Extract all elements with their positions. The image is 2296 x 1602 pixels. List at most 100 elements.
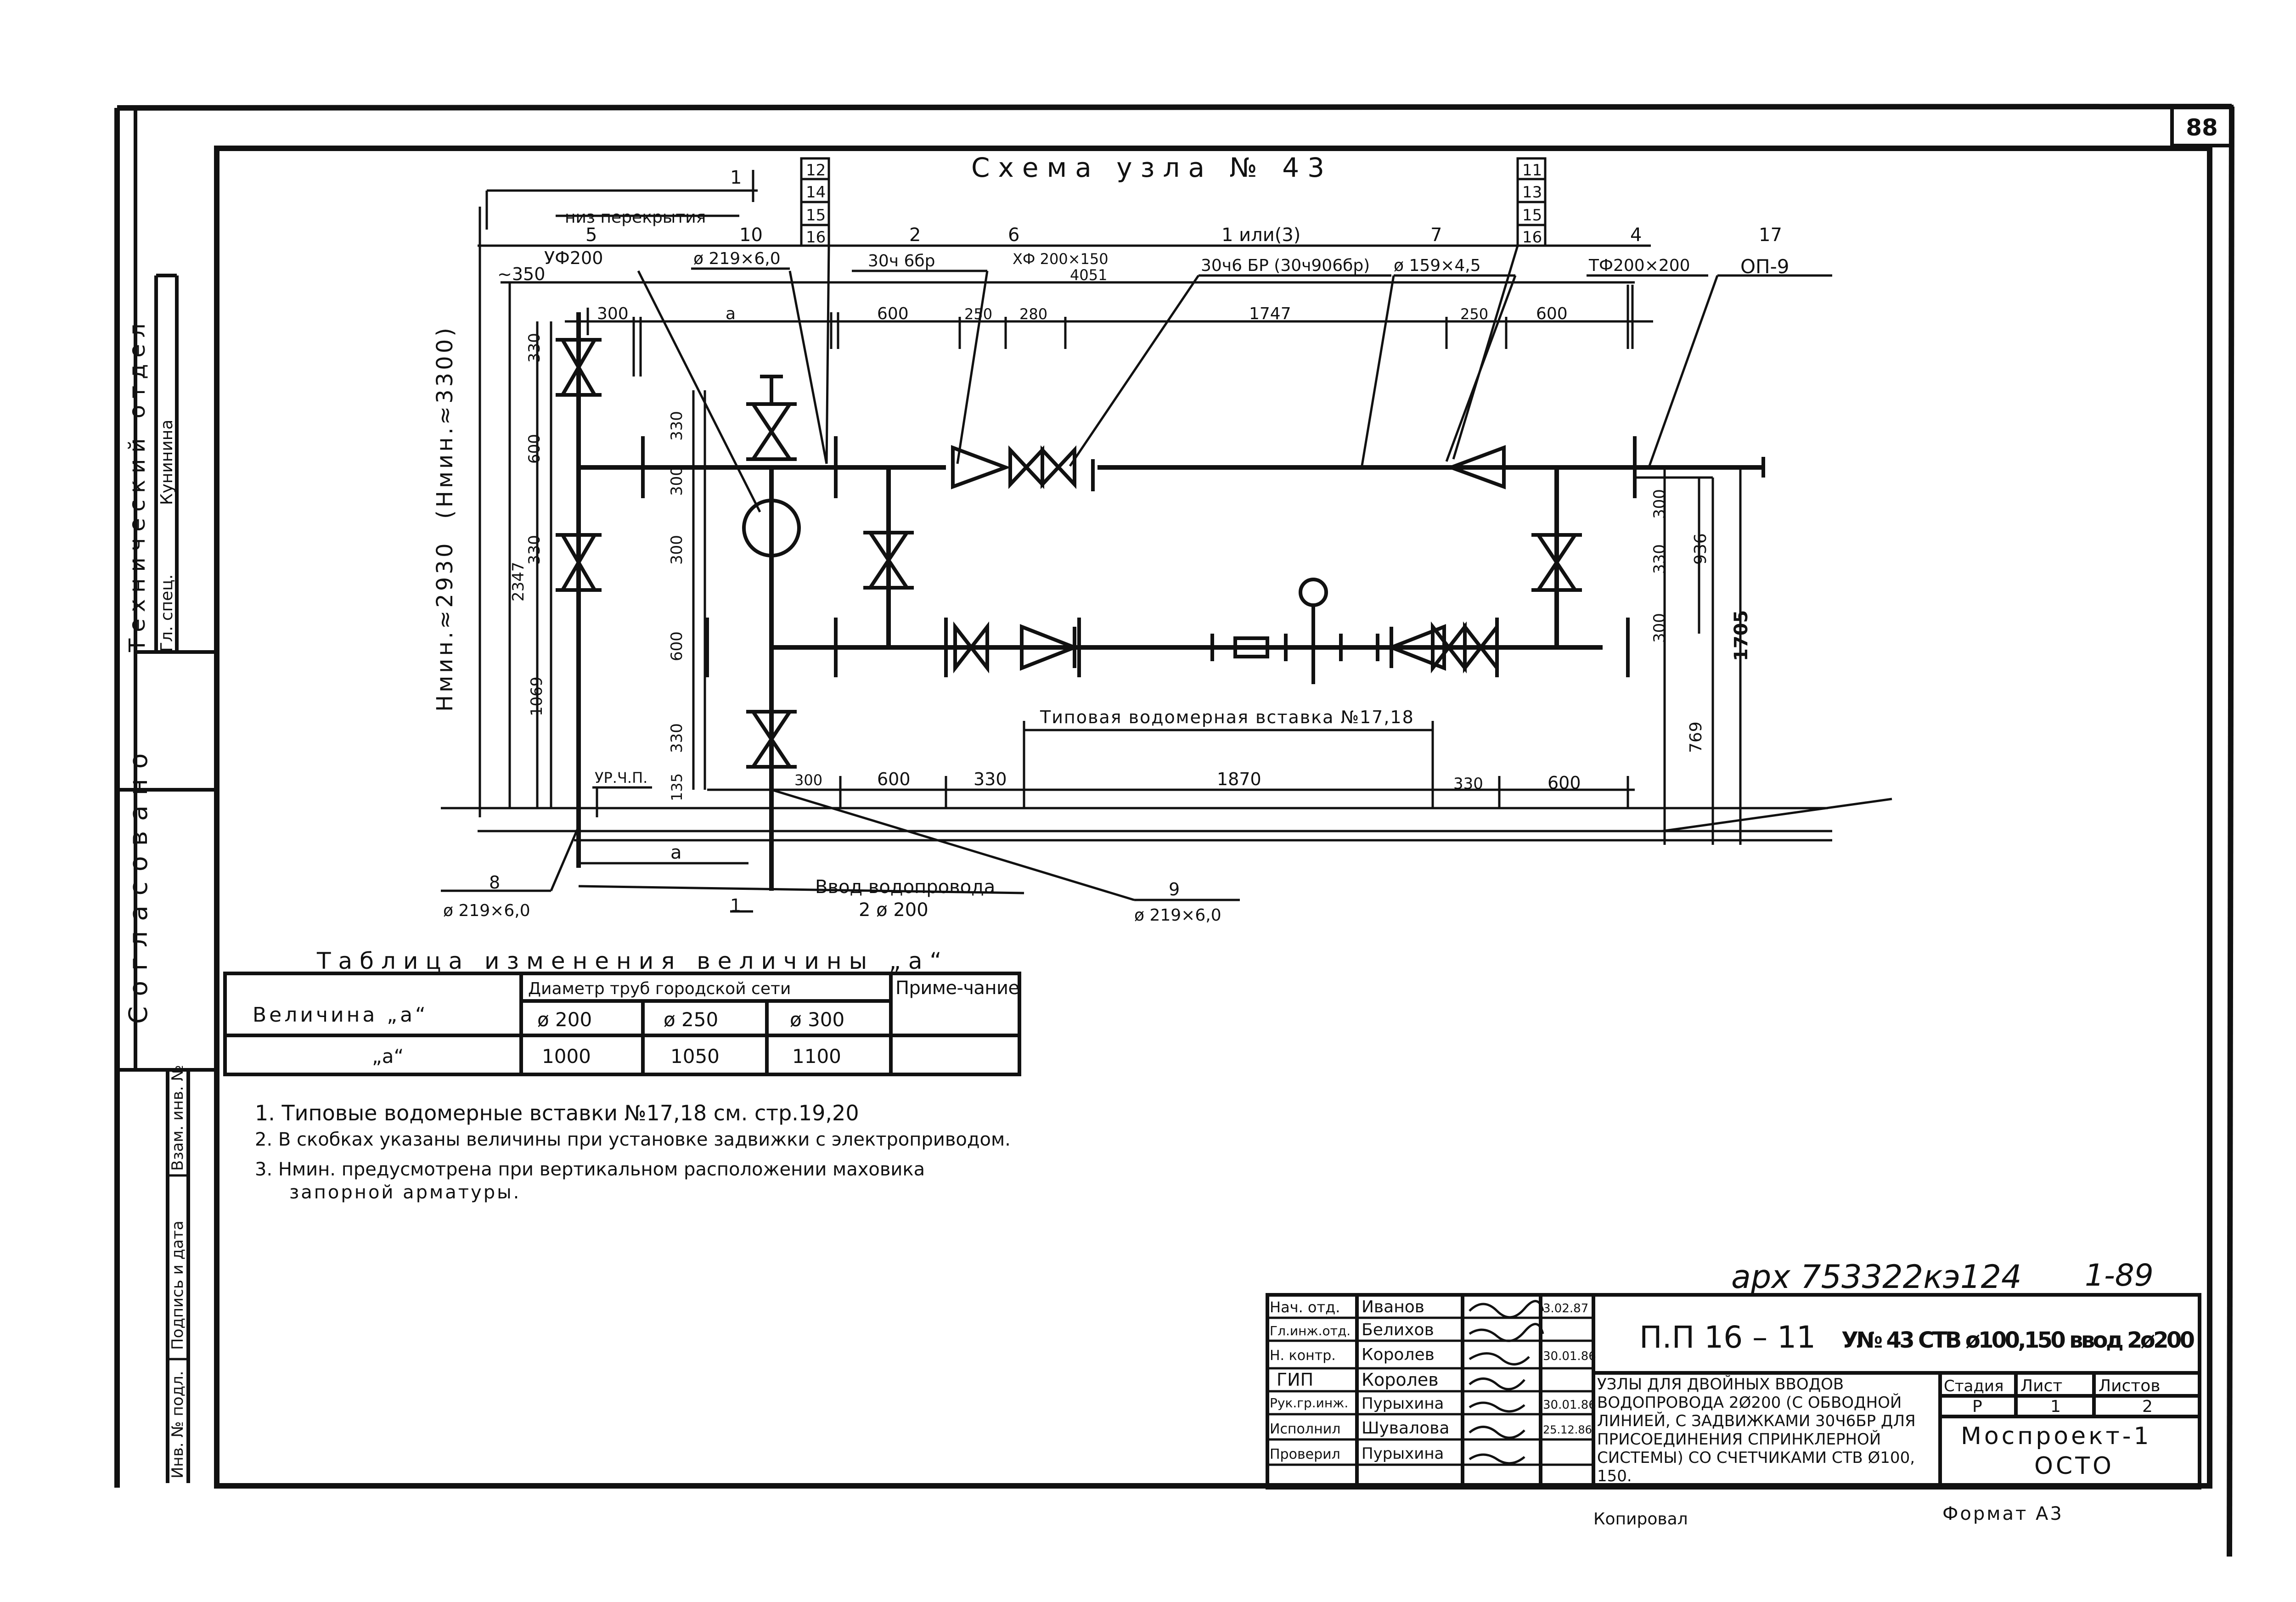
svg-text:600: 600 xyxy=(525,434,544,464)
table-group-header: Диаметр труб городской сети xyxy=(528,979,791,998)
svg-text:Королев: Королев xyxy=(1362,1345,1435,1364)
inlet-label: Ввод водопровода xyxy=(815,877,995,898)
svg-text:250: 250 xyxy=(1460,305,1488,323)
table-remark-header: Приме-чание xyxy=(895,978,1019,999)
pipework xyxy=(556,312,1765,891)
svg-text:300: 300 xyxy=(597,304,629,323)
callout-15b: 15 xyxy=(1522,206,1542,225)
node-code: У№ 43 СТВ ø100,150 ввод 2ø200 xyxy=(1841,1327,2195,1353)
notes: 1. Типовые водомерные вставки №17,18 см.… xyxy=(255,1101,1011,1203)
note-3-cont: запорной арматуры. xyxy=(289,1182,521,1203)
table-v250: 1050 xyxy=(670,1045,720,1068)
vzam-label: Взам. инв. № xyxy=(169,1065,187,1171)
bottom-callouts: a 8 ø 219×6,0 Ввод водопровода 2 ø 200 1… xyxy=(441,788,1240,925)
svg-text:300: 300 xyxy=(794,771,822,789)
valve-left-top xyxy=(556,338,602,397)
sheet-border: 88 xyxy=(114,104,2234,1557)
callout-4: 4 xyxy=(1630,225,1642,246)
callout-11: 11 xyxy=(1522,161,1542,180)
svg-text:600: 600 xyxy=(668,631,686,661)
svg-text:Королев: Королев xyxy=(1362,1370,1439,1390)
hmin-alt-label: (Нмин.≈3300) xyxy=(432,325,458,519)
svg-text:600: 600 xyxy=(1536,304,1568,323)
person-label: Кунинина xyxy=(158,420,176,505)
archive-stamp-2: 1-89 xyxy=(2085,1258,2154,1293)
valve-left-mid xyxy=(556,533,602,592)
callout-1-top: 1 xyxy=(730,167,742,188)
spec-10: ø 219×6,0 xyxy=(693,249,781,268)
callout-1-alt: 1 или(3) xyxy=(1221,225,1300,246)
svg-text:1069: 1069 xyxy=(528,676,546,716)
callout-6: 6 xyxy=(1008,225,1019,246)
dim-row-upper: 300 a 600 250 280 1747 250 600 xyxy=(565,285,1653,377)
svg-text:330: 330 xyxy=(974,769,1007,789)
svg-text:Шувалова: Шувалова xyxy=(1362,1419,1449,1438)
callout-2: 2 xyxy=(909,225,921,246)
svg-text:Белихов: Белихов xyxy=(1362,1321,1434,1339)
svg-text:30.01.86: 30.01.86 xyxy=(1543,1398,1596,1412)
spec-5: УФ200 xyxy=(544,248,603,268)
org-name: Моспроект-1 xyxy=(1961,1422,2152,1450)
spec-8: ø 219×6,0 xyxy=(443,901,530,920)
callout-10: 10 xyxy=(739,225,763,246)
table-col1: Величина „а“ xyxy=(253,1003,428,1027)
svg-text:Нач. отд.: Нач. отд. xyxy=(1270,1298,1340,1316)
note-1: 1. Типовые водомерные вставки №17,18 см.… xyxy=(255,1101,859,1125)
svg-text:a: a xyxy=(670,842,682,863)
callout-9: 9 xyxy=(1169,879,1180,899)
svg-text:280: 280 xyxy=(1019,305,1047,323)
dim-350: ~350 xyxy=(497,264,545,284)
svg-text:600: 600 xyxy=(877,304,909,323)
svg-text:Гл.инж.отд.: Гл.инж.отд. xyxy=(1270,1323,1351,1338)
svg-text:Исполнил: Исполнил xyxy=(1270,1421,1340,1437)
callout-12: 12 xyxy=(806,161,826,180)
table-v200: 1000 xyxy=(542,1045,591,1068)
svg-text:330: 330 xyxy=(525,333,544,363)
svg-text:3.02.87: 3.02.87 xyxy=(1543,1302,1588,1315)
page-number: 88 xyxy=(2186,114,2218,141)
spec-1: 30ч6 БР (30ч906бр) xyxy=(1201,256,1370,275)
format-label: Формат А3 xyxy=(1942,1503,2064,1524)
svg-text:1705: 1705 xyxy=(1731,610,1752,661)
spec-4: ТФ200×200 xyxy=(1588,256,1690,275)
inlet-size: 2 ø 200 xyxy=(859,899,929,921)
floor-note: низ перекрытия xyxy=(565,208,706,227)
callout-17: 17 xyxy=(1759,225,1782,246)
svg-text:Листов: Листов xyxy=(2099,1377,2160,1395)
table-d250: ø 250 xyxy=(664,1008,718,1031)
valve-center-top xyxy=(746,375,797,461)
table-v300: 1100 xyxy=(792,1045,841,1068)
svg-text:300: 300 xyxy=(1650,489,1669,519)
svg-text:1: 1 xyxy=(2050,1397,2061,1416)
sign-date-label: Подпись и дата xyxy=(169,1220,187,1350)
dept-label: Технический отдел xyxy=(124,317,150,652)
doc-code: П.П 16 – 11 xyxy=(1639,1320,1816,1355)
svg-text:a: a xyxy=(726,304,736,323)
svg-text:600: 600 xyxy=(877,769,911,789)
spec-9: ø 219×6,0 xyxy=(1134,906,1221,925)
callout-16b: 16 xyxy=(1522,228,1542,247)
scheme-title: Схема узла № 43 xyxy=(971,152,1333,183)
spec-6: ХФ 200×150 xyxy=(1013,250,1109,268)
callout-5: 5 xyxy=(585,225,597,246)
table-d300: ø 300 xyxy=(790,1008,844,1031)
svg-text:Стадия: Стадия xyxy=(1944,1377,2003,1395)
callouts: 5 УФ200 10 ø 219×6,0 2 30ч 6бр 6 ХФ 200×… xyxy=(544,157,1832,513)
callout-7: 7 xyxy=(1430,225,1442,246)
table-d200: ø 200 xyxy=(537,1008,592,1031)
svg-text:330: 330 xyxy=(525,535,544,565)
svg-text:300: 300 xyxy=(1650,613,1669,643)
spec-7: ø 159×4,5 xyxy=(1394,256,1481,275)
note-2: 2. В скобках указаны величины при устано… xyxy=(255,1129,1011,1150)
callout-15: 15 xyxy=(806,206,826,225)
svg-text:1747: 1747 xyxy=(1249,304,1291,323)
svg-text:330: 330 xyxy=(668,723,686,753)
callout-16: 16 xyxy=(806,228,826,247)
svg-text:300: 300 xyxy=(668,535,686,565)
archive-stamp: арх 753322кэ124 xyxy=(1731,1258,2022,1296)
right-dimensions: 300 330 300 936 1705 769 xyxy=(1635,468,1892,845)
svg-text:300: 300 xyxy=(668,466,686,496)
svg-text:Рук.гр.инж.: Рук.гр.инж. xyxy=(1270,1395,1348,1411)
callout-13: 13 xyxy=(1522,183,1542,202)
title-block: Нач. отд. Гл.инж.отд. Н. контр. ГИП Рук.… xyxy=(1266,1293,2201,1529)
